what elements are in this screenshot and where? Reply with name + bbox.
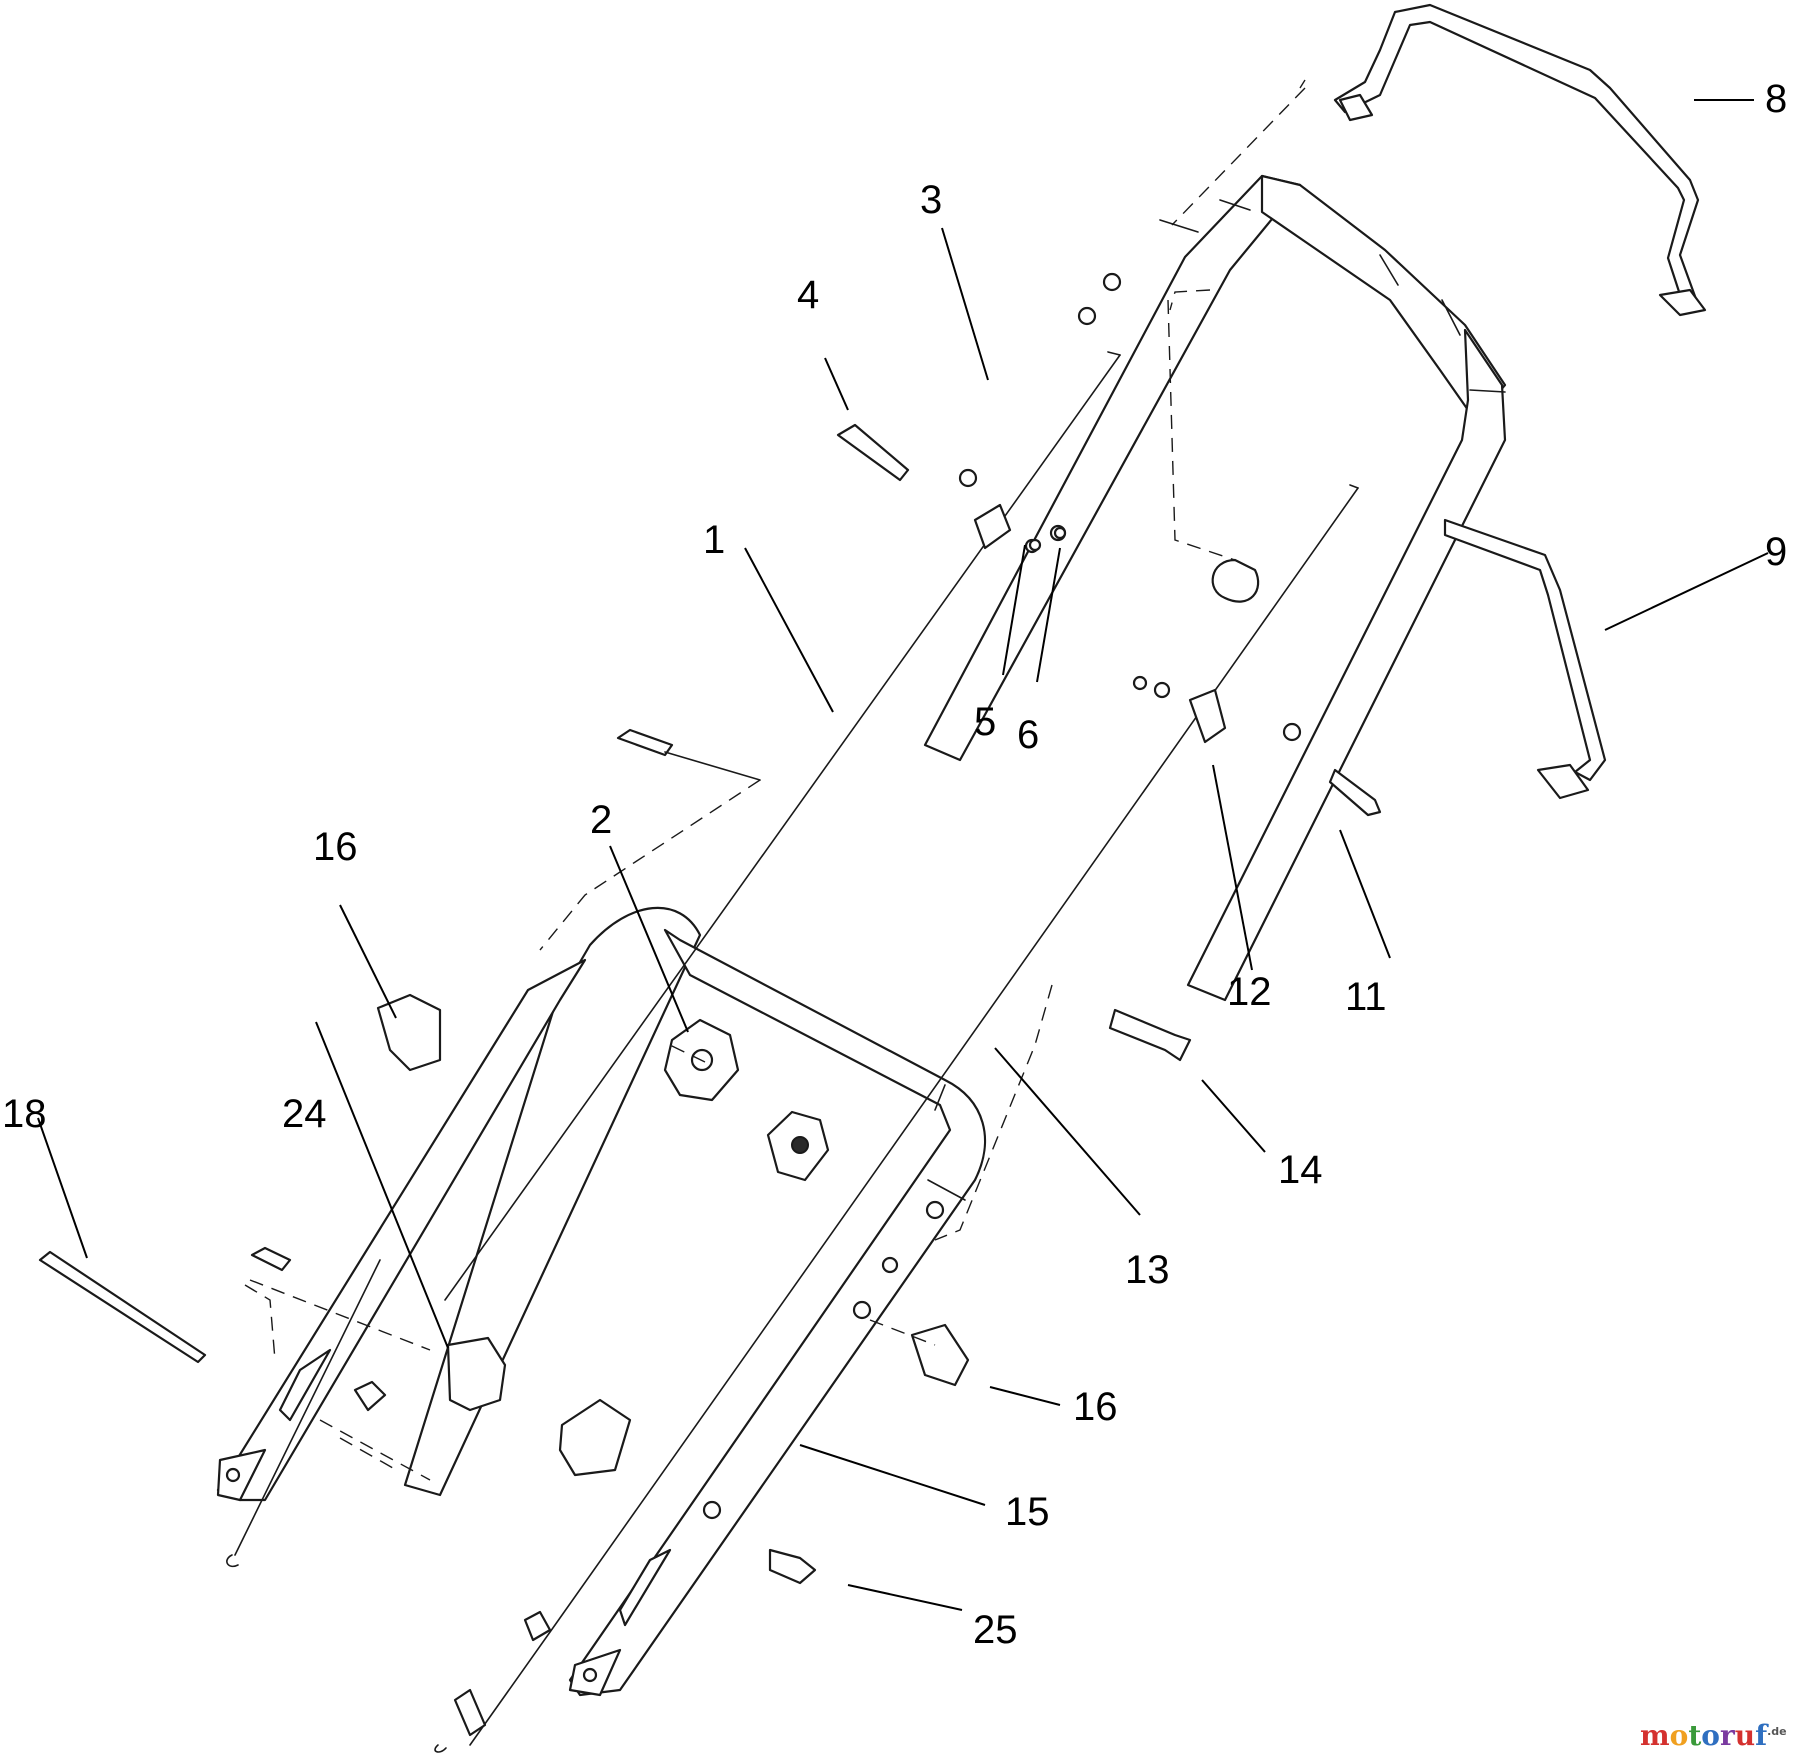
callout-24: 24 [282, 1092, 327, 1136]
callout-16-right: 16 [1073, 1385, 1118, 1429]
callout-1: 1 [703, 518, 725, 562]
hardware [38, 423, 1382, 1585]
callout-18: 18 [2, 1092, 47, 1136]
callout-8: 8 [1765, 77, 1787, 121]
watermark-letter: m [1640, 1719, 1670, 1752]
watermark-letter: t [1688, 1719, 1701, 1752]
watermark-suffix: .de [1767, 1725, 1787, 1738]
callout-25: 25 [973, 1608, 1018, 1652]
watermark-letter: f [1755, 1719, 1769, 1752]
cable-guides [973, 503, 1227, 744]
callout-15: 15 [1005, 1490, 1050, 1534]
leader-lines [37, 99, 1769, 1611]
callout-14: 14 [1278, 1148, 1323, 1192]
control-bail-8 [1333, 3, 1707, 317]
callout-5: 5 [974, 700, 996, 744]
watermark-letter: o [1670, 1719, 1689, 1752]
watermark-letter: u [1735, 1719, 1755, 1752]
callout-4: 4 [797, 273, 819, 317]
control-bail-9 [1443, 518, 1607, 800]
callout-11: 11 [1345, 975, 1387, 1019]
svg-text:motoruf.de: motoruf.de [1640, 1719, 1787, 1752]
callout-2: 2 [590, 798, 612, 842]
watermark-logo: motoruf.de [1640, 1719, 1787, 1752]
callout-9: 9 [1765, 530, 1787, 574]
callout-3: 3 [920, 178, 942, 222]
callout-12: 12 [1227, 970, 1272, 1014]
callout-16-left: 16 [313, 825, 358, 869]
upper-handle [923, 174, 1507, 1002]
watermark-letter: r [1720, 1719, 1736, 1752]
callout-6: 6 [1017, 713, 1039, 757]
callout-13: 13 [1125, 1248, 1170, 1292]
lower-handle [216, 906, 987, 1697]
watermark-letter: o [1701, 1719, 1720, 1752]
callout-numbers: 1 2 3 4 5 6 8 9 11 12 13 14 15 16 16 18 … [2, 77, 1787, 1652]
construction-lines [244, 79, 1306, 1481]
cables [226, 351, 1359, 1753]
